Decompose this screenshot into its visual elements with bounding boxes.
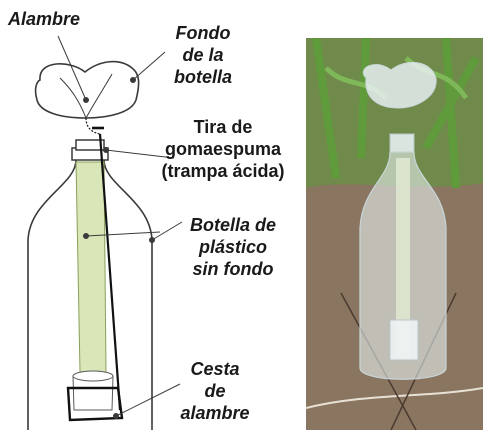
label-foam-strip-line-1: Tira de <box>150 116 296 138</box>
label-wire: Alambre <box>8 8 80 30</box>
label-bottle-bottom: Fondo de la botella <box>158 22 248 88</box>
label-bottle-bottom-line-1: Fondo <box>158 22 248 44</box>
wire-drawing <box>86 118 100 134</box>
trap-photo <box>306 38 483 430</box>
label-foam-strip-line-2: gomaespuma <box>150 138 296 160</box>
label-basket-line-3: alambre <box>170 402 260 424</box>
label-basket-line-2: de <box>170 380 260 402</box>
basket-drawing <box>68 371 122 420</box>
label-bottle-line-2: plástico <box>176 236 290 258</box>
foam-strip-drawing <box>76 162 106 372</box>
label-basket-line-1: Cesta <box>170 358 260 380</box>
label-bottle-line-3: sin fondo <box>176 258 290 280</box>
label-foam-strip: Tira de gomaespuma (trampa ácida) <box>150 116 296 182</box>
label-bottle-bottom-line-2: de la <box>158 44 248 66</box>
label-bottle-bottom-line-3: botella <box>158 66 248 88</box>
label-foam-strip-line-3: (trampa ácida) <box>150 160 296 182</box>
label-basket: Cesta de alambre <box>170 358 260 424</box>
label-wire-line-1: Alambre <box>8 8 80 30</box>
label-bottle-line-1: Botella de <box>176 214 290 236</box>
label-bottle: Botella de plástico sin fondo <box>176 214 290 280</box>
bottle-bottom-drawing <box>36 62 139 118</box>
